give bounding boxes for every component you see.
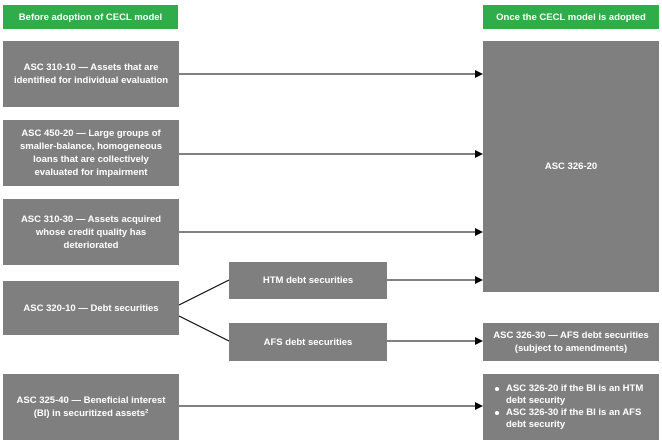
box-afs-label: AFS debt securities	[263, 336, 353, 348]
box-asc-325-40: ASC 325-40 — Beneficial interest (BI) in…	[3, 374, 179, 440]
box-asc-326-20-label: ASC 326-20	[544, 161, 598, 172]
bi-outcome-item: ASC 326-30 if the BI is an AFS debt secu…	[493, 407, 651, 431]
box-asc-310-10: ASC 310-10 — Assets that are identified …	[3, 41, 179, 107]
box-asc-326-20: ASC 326-20	[483, 41, 659, 292]
box-asc-450-20-label: ASC 450-20 — Large groups of smaller-bal…	[19, 128, 162, 178]
line-320-10-to-htm	[178, 279, 230, 306]
box-asc-320-10-label: ASC 320-10 — Debt securities	[23, 302, 159, 314]
box-htm-debt-securities: HTM debt securities	[229, 262, 387, 299]
bi-outcome-item: ASC 326-20 if the BI is an HTM debt secu…	[493, 383, 651, 407]
box-asc-326-30: ASC 326-30 — AFS debt securities (subjec…	[483, 323, 659, 361]
box-asc-450-20: ASC 450-20 — Large groups of smaller-bal…	[3, 120, 179, 186]
box-htm-label: HTM debt securities	[262, 275, 354, 286]
box-asc-325-40-label: ASC 325-40 — Beneficial interest (BI) in…	[16, 395, 166, 419]
box-asc-310-30: ASC 310-30 — Assets acquired whose credi…	[3, 199, 179, 265]
box-asc-320-10: ASC 320-10 — Debt securities	[3, 281, 179, 335]
box-bi-outcomes: ASC 326-20 if the BI is an HTM debt secu…	[483, 374, 659, 440]
box-asc-310-30-label: ASC 310-30 — Assets acquired whose credi…	[20, 213, 162, 251]
box-afs-debt-securities: AFS debt securities	[229, 323, 387, 361]
box-asc-326-30-label: ASC 326-30 — AFS debt securities (subjec…	[493, 330, 649, 354]
header-before-adoption: Before adoption of CECL model	[3, 5, 178, 29]
header-once-adopted: Once the CECL model is adopted	[483, 5, 659, 29]
box-asc-310-10-label: ASC 310-10 — Assets that are identified …	[13, 62, 169, 86]
bi-outcome-list: ASC 326-20 if the BI is an HTM debt secu…	[493, 383, 651, 431]
line-320-10-to-afs	[178, 315, 230, 342]
